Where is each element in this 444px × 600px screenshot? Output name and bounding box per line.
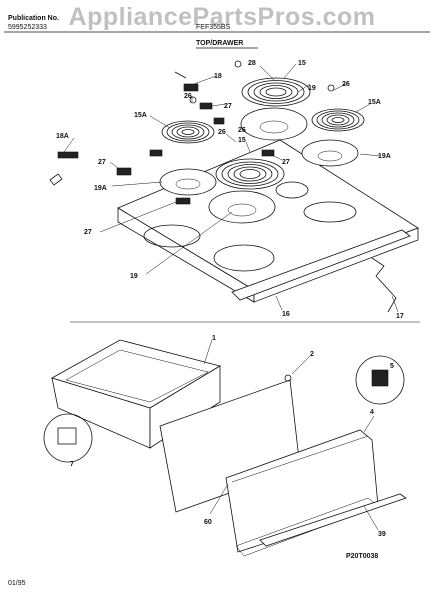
rod xyxy=(371,257,397,313)
callout-19a-right: 19A xyxy=(378,153,391,160)
callout-27-a: 27 xyxy=(224,103,232,110)
publication-label: Publication No. xyxy=(8,15,59,22)
element-small-rear xyxy=(311,108,365,132)
callout-1: 1 xyxy=(212,335,216,342)
washer xyxy=(327,84,335,92)
leader-lines xyxy=(63,63,399,531)
bracket-clip xyxy=(49,173,63,186)
callout-19a-left: 19A xyxy=(94,185,107,192)
callouts: 28 15 19 26 15A 15A 18 26 27 26 15 27 19… xyxy=(56,60,404,560)
element-large-rear xyxy=(241,77,311,107)
callout-19-top: 19 xyxy=(308,85,316,92)
section-title: TOP/DRAWER xyxy=(196,40,244,47)
front-trim xyxy=(231,229,411,301)
opening xyxy=(143,224,201,248)
callout-27-b: 27 xyxy=(282,159,290,166)
callout-15a-right: 15A xyxy=(368,99,381,106)
element-large-front xyxy=(215,158,285,190)
callout-16: 16 xyxy=(282,311,290,318)
callout-18a: 18A xyxy=(56,133,69,140)
callout-2: 2 xyxy=(310,351,314,358)
cooktop-top xyxy=(117,139,419,303)
trim-strip xyxy=(259,493,407,547)
screw xyxy=(174,71,187,79)
callout-15: 15 xyxy=(298,60,306,67)
callout-4: 4 xyxy=(370,409,374,416)
detail-circle-left xyxy=(43,413,93,463)
callout-27-d: 27 xyxy=(84,229,92,236)
callout-26-c: 26 xyxy=(218,129,226,136)
watermark: AppliancePartsPros.com xyxy=(68,3,376,31)
callout-7: 7 xyxy=(70,461,74,468)
opening xyxy=(275,181,309,199)
drip-bowls xyxy=(159,107,359,224)
callout-60: 60 xyxy=(204,519,212,526)
opening xyxy=(213,244,275,272)
screw xyxy=(284,374,292,382)
callout-17: 17 xyxy=(396,313,404,320)
callout-26-b: 26 xyxy=(184,93,192,100)
callout-26-a: 26 xyxy=(342,81,350,88)
element-small-left xyxy=(161,120,215,144)
callout-18: 18 xyxy=(214,73,222,80)
publication-number: 5995252333 xyxy=(8,24,47,31)
washer xyxy=(234,60,242,68)
callout-5: 5 xyxy=(390,363,394,370)
callout-39: 39 xyxy=(378,531,386,538)
footer-date: 01/95 xyxy=(8,580,26,587)
washer xyxy=(189,96,197,104)
bracket xyxy=(57,151,79,159)
callout-27-c: 27 xyxy=(98,159,106,166)
callout-28: 28 xyxy=(248,60,256,67)
opening xyxy=(303,201,357,223)
callout-15a-left: 15A xyxy=(134,112,147,119)
callout-26-d: 26 xyxy=(238,127,246,134)
callout-19-bottom: 19 xyxy=(130,273,138,280)
diagram-code: P20T0038 xyxy=(346,553,378,560)
detail-circle-right xyxy=(355,355,405,405)
callout-15-b: 15 xyxy=(238,137,246,144)
receptacles xyxy=(49,60,335,205)
model-number: FEF355BS xyxy=(196,24,231,31)
